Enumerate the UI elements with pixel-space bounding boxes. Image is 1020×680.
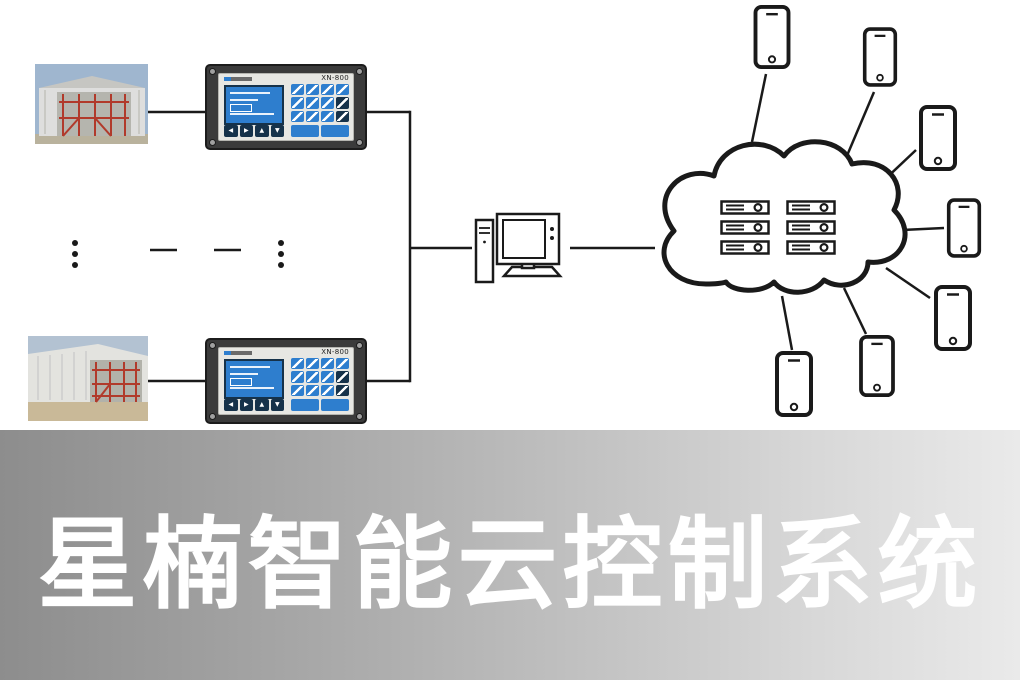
server-rack-icon xyxy=(786,240,836,255)
ellipsis-dots-right xyxy=(278,240,284,268)
keypad-key xyxy=(306,110,319,122)
keypad-key xyxy=(321,84,334,96)
smartphone-icon xyxy=(934,285,972,351)
nav-right-button: ▶ xyxy=(239,125,253,137)
keypad-key xyxy=(291,371,304,383)
controller-extra-buttons xyxy=(291,399,349,411)
screen-text-line xyxy=(230,366,270,368)
screen-highlight-box xyxy=(230,104,252,112)
keypad-key xyxy=(336,84,349,96)
keypad-key xyxy=(291,97,304,109)
keypad-key xyxy=(306,384,319,396)
screen-text-line xyxy=(230,92,270,94)
screen-text-line xyxy=(230,113,274,115)
keypad-key xyxy=(291,358,304,370)
server-rack-icon xyxy=(720,200,770,215)
keypad-key xyxy=(321,384,334,396)
keypad-key xyxy=(321,371,334,383)
controller-extra-buttons xyxy=(291,125,349,137)
smartphone-icon xyxy=(753,4,791,70)
controller-brand-logo xyxy=(224,77,252,81)
connector-overlay xyxy=(72,4,982,417)
screw-icon xyxy=(356,68,363,75)
screw-icon xyxy=(209,342,216,349)
smartphone-icon xyxy=(775,351,813,417)
controller-nav-buttons: ◀ ▶ ▲ ▼ xyxy=(224,125,284,137)
smartphone-icon xyxy=(859,334,895,398)
screen-text-line xyxy=(230,99,258,101)
controller-model-label: XN-800 xyxy=(321,348,349,356)
server-rack-icon xyxy=(786,200,836,215)
connector-lines xyxy=(148,73,945,383)
cloud-servers-icon xyxy=(661,139,908,295)
smartphone-icon xyxy=(946,198,982,258)
nav-left-button: ◀ xyxy=(224,125,238,137)
greenhouse-photo-1 xyxy=(35,64,148,144)
keypad-key xyxy=(336,371,349,383)
keypad-key xyxy=(321,358,334,370)
keypad-key xyxy=(336,110,349,122)
banner: 星楠智能云控制系统 xyxy=(0,430,1020,680)
nav-left-button: ◀ xyxy=(224,399,238,411)
keypad-key xyxy=(321,97,334,109)
cloud-outline xyxy=(661,139,908,295)
controller-keypad xyxy=(291,84,349,122)
server-rack-icon xyxy=(720,220,770,235)
keypad-key xyxy=(336,97,349,109)
nav-right-button: ▶ xyxy=(239,399,253,411)
ellipsis-dots-left xyxy=(72,240,78,268)
smartphone-icon xyxy=(862,27,898,87)
keypad-key xyxy=(306,358,319,370)
server-rack-icon xyxy=(720,240,770,255)
extra-key xyxy=(321,125,349,137)
keypad-key xyxy=(336,358,349,370)
screw-icon xyxy=(209,413,216,420)
controller-nav-buttons: ◀ ▶ ▲ ▼ xyxy=(224,399,284,411)
screw-icon xyxy=(356,139,363,146)
screen-highlight-box xyxy=(230,378,252,386)
server-rack-icon xyxy=(786,220,836,235)
nav-up-button: ▲ xyxy=(255,125,269,137)
extra-key xyxy=(291,399,319,411)
controller-screen xyxy=(224,85,284,125)
screen-text-line xyxy=(230,373,258,375)
controller-device-1: XN-800 ◀ ▶ ▲ ▼ xyxy=(205,64,367,150)
keypad-key xyxy=(306,84,319,96)
nav-down-button: ▼ xyxy=(270,125,284,137)
keypad-key xyxy=(336,384,349,396)
controller-device-2: XN-800 ◀ ▶ ▲ ▼ xyxy=(205,338,367,424)
screw-icon xyxy=(209,68,216,75)
screw-icon xyxy=(356,342,363,349)
controller-keypad xyxy=(291,358,349,396)
keypad-key xyxy=(291,384,304,396)
controller-brand-logo xyxy=(224,351,252,355)
keypad-key xyxy=(291,84,304,96)
desktop-computer-icon xyxy=(474,212,563,284)
keypad-key xyxy=(306,371,319,383)
controller-model-label: XN-800 xyxy=(321,74,349,82)
keypad-key xyxy=(306,97,319,109)
extra-key xyxy=(321,399,349,411)
nav-down-button: ▼ xyxy=(270,399,284,411)
controller-screen xyxy=(224,359,284,399)
extra-key xyxy=(291,125,319,137)
controller-panel: XN-800 ◀ ▶ ▲ ▼ xyxy=(218,73,354,141)
screw-icon xyxy=(209,139,216,146)
smartphone-icon xyxy=(919,105,957,171)
controller-panel: XN-800 ◀ ▶ ▲ ▼ xyxy=(218,347,354,415)
greenhouse-photo-2 xyxy=(28,336,148,421)
nav-up-button: ▲ xyxy=(255,399,269,411)
keypad-key xyxy=(321,110,334,122)
screen-text-line xyxy=(230,387,274,389)
screw-icon xyxy=(356,413,363,420)
keypad-key xyxy=(291,110,304,122)
banner-title: 星楠智能云控制系统 xyxy=(37,505,983,623)
